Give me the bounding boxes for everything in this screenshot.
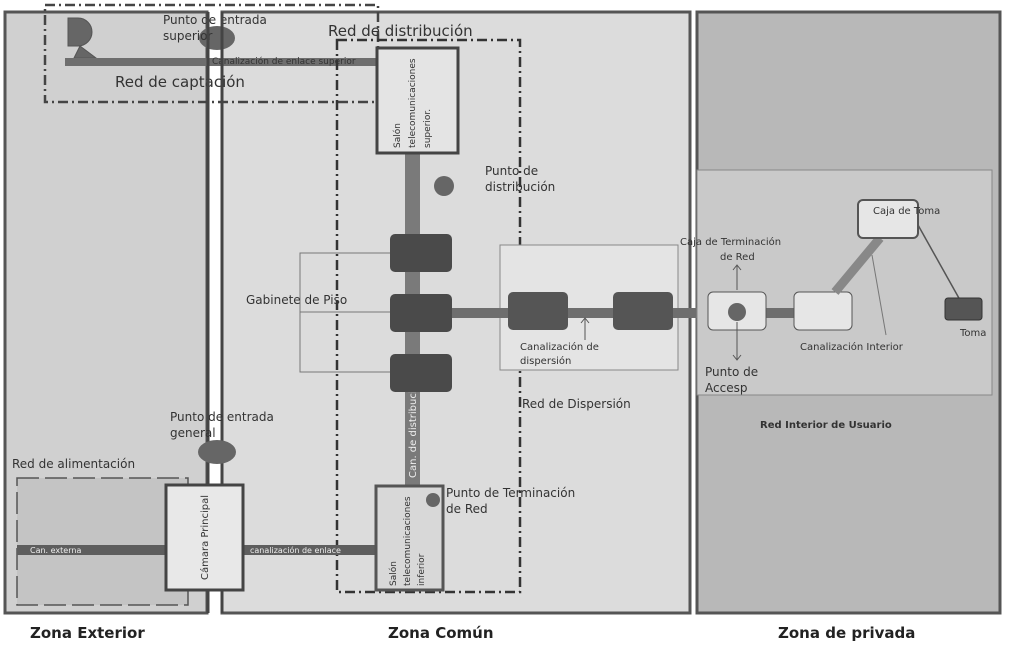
caja-terminacion-label: Caja de Terminación [680, 236, 781, 248]
punto-entrada-general-label: Punto de entrada [170, 410, 274, 424]
punto-entrada-general-label-2: general [170, 426, 216, 440]
punto-terminacion-red [426, 493, 440, 507]
canalizacion-dispersion-label-2: dispersión [520, 355, 571, 367]
punto-entrada-superior-label: Punto de entrada [163, 13, 267, 27]
red-alimentacion-box [16, 477, 189, 606]
toma-icon [944, 297, 983, 321]
can-externa-label: Can. externa [30, 546, 81, 555]
arrow-interior [871, 254, 887, 336]
punto-terminacion-red-label: Punto de Terminación [446, 486, 575, 500]
punto-distribucion [434, 176, 454, 196]
canalizacion-interior-label: Canalización Interior [800, 341, 904, 353]
zona-exterior-label: Zona Exterior [30, 624, 145, 642]
canalizacion-interior-line [831, 235, 884, 295]
can-distribucion-label: Can. de distribución [407, 378, 419, 478]
registro-secundario-1 [508, 292, 568, 330]
gabinete-piso-3 [390, 354, 452, 392]
red-interior-usuario-label: Red Interior de Usuario [760, 420, 892, 431]
arrow-ptr [732, 264, 742, 361]
punto-acceso [728, 303, 746, 321]
salon-inferior-label: Salón [388, 561, 399, 586]
punto-distribucion-label: Punto de [485, 164, 538, 178]
red-distribucion-box [335, 38, 522, 594]
punto-terminacion-red-label-2: de Red [446, 502, 488, 516]
camara-principal [164, 483, 245, 592]
caja-toma [857, 199, 919, 239]
salon-superior [375, 46, 460, 155]
canalizacion-enlace-superior-label: Canalización de enlace superior [212, 56, 356, 67]
can-externa-bar [17, 545, 166, 555]
canalizacion-enlace-bar [243, 545, 377, 555]
salon-inferior-label-2: telecomunicaciones [403, 496, 413, 586]
punto-acceso-label: Punto de [705, 365, 758, 379]
salon-superior-label: Salón [392, 123, 403, 148]
canalizacion-dispersion-bar [452, 308, 710, 318]
canalizacion-dispersion-label: Canalización de [520, 341, 599, 353]
caja-terminacion-label-2: de Red [720, 252, 755, 263]
toma-line [917, 224, 961, 301]
salon-inferior-label-3: inferior [417, 553, 427, 586]
gabinete-piso-2 [390, 294, 452, 332]
salon-superior-label-3: superior. [423, 109, 433, 148]
gabinete-bracket [299, 252, 390, 373]
gabinete-piso-1 [390, 234, 452, 272]
punto-distribucion-label-2: distribución [485, 180, 555, 194]
zona-privada-label: Zona de privada [778, 624, 915, 642]
caja-toma-label: Caja de Toma [873, 206, 940, 217]
toma-label: Toma [959, 328, 986, 339]
canalizacion-enlace-label: canalización de enlace [250, 545, 341, 555]
camara-principal-label: Cámara Principal [199, 495, 211, 580]
punto-entrada-general [198, 440, 236, 464]
bar-ptr [766, 308, 794, 318]
red-captacion-label: Red de captación [115, 73, 245, 91]
zona-comun-label: Zona Común [388, 624, 494, 642]
registro-terminacion [793, 291, 853, 331]
gabinete-piso-label: Gabinete de Piso [246, 293, 347, 307]
red-distribucion-label: Red de distribución [328, 22, 473, 40]
arrow-dispersion [580, 317, 590, 340]
red-alimentacion-label: Red de alimentación [12, 457, 135, 471]
registro-secundario-2 [613, 292, 673, 330]
salon-superior-label-2: telecomunicaciones [408, 58, 418, 148]
punto-acceso-label-2: Accesp [705, 381, 747, 395]
red-dispersion-label: Red de Dispersión [522, 397, 631, 411]
punto-entrada-superior-label-2: superior [163, 29, 212, 43]
